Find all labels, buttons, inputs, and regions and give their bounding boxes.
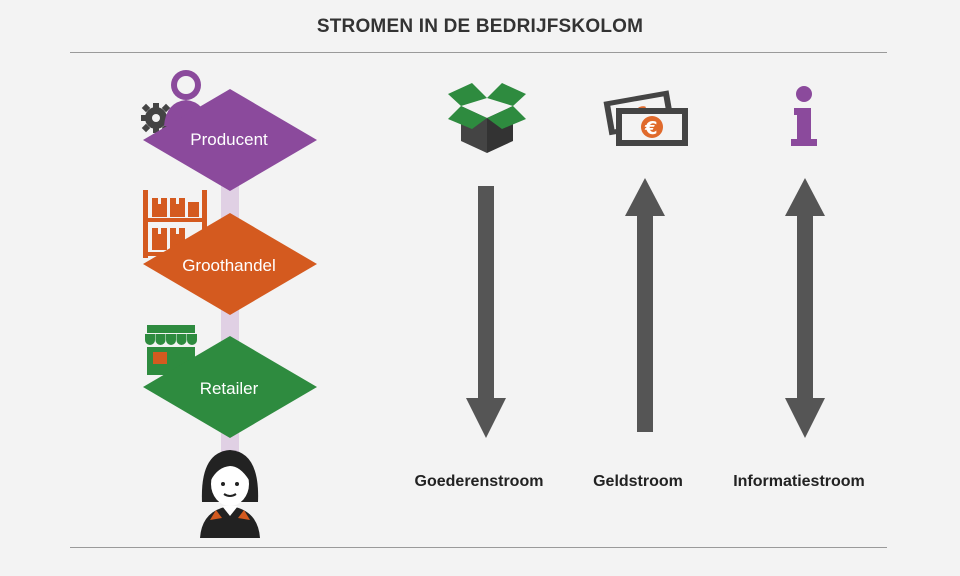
flow-label: Informatiestroom — [733, 473, 865, 490]
info-icon — [791, 86, 817, 146]
bottom-divider — [70, 547, 887, 548]
chain-connector — [221, 185, 239, 218]
goods-flow-arrow-down — [466, 186, 506, 438]
chain-node-retailer — [143, 336, 317, 438]
money-flow-arrow-up — [625, 178, 665, 432]
flow-label: Goederenstroom — [414, 473, 544, 490]
chain-connector — [221, 308, 239, 342]
flow-label: Geldstroom — [593, 473, 683, 490]
chain-node-label: Retailer — [199, 379, 259, 398]
chain-connector — [221, 433, 239, 453]
diagram-title: STROMEN IN DE BEDRIJFSKOLOM — [316, 16, 644, 37]
chain-node-producent — [143, 89, 317, 191]
information-flow-arrow-both — [785, 178, 825, 438]
chain-node-label: Producent — [190, 130, 268, 149]
euro-banknotes-icon: € € — [603, 90, 688, 146]
chain-node-groothandel — [143, 213, 317, 315]
open-box-icon — [448, 83, 526, 153]
svg-text:€: € — [644, 118, 658, 139]
chain-node-label: Groothandel — [182, 256, 276, 275]
top-divider — [70, 52, 887, 53]
consumer-woman-icon — [200, 450, 260, 538]
